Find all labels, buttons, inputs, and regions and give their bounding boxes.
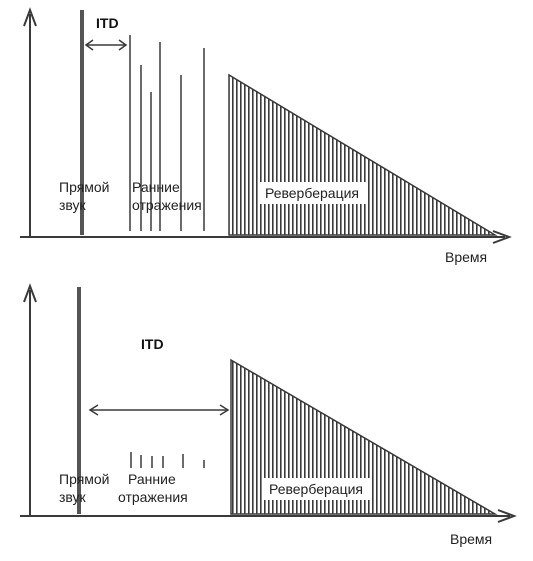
bottom-x-axis-arrowhead bbox=[497, 509, 517, 523]
top-itd-arrow bbox=[84, 39, 128, 51]
bottom-itd-arrow bbox=[88, 404, 230, 416]
top-axes bbox=[20, 7, 512, 244]
bottom-y-axis-arrowhead bbox=[23, 283, 37, 303]
bottom-diagram: ITD Реверберация Прямой звук Ранние отра… bbox=[20, 283, 517, 547]
top-reverberation-triangle bbox=[228, 73, 498, 236]
bottom-direct-sound-label-line2: звук bbox=[59, 489, 87, 505]
top-y-axis-arrowhead bbox=[23, 7, 37, 27]
top-diagram: ITD Реверберация Прямой звук Ранние отра… bbox=[20, 7, 512, 265]
top-early-reflections-label-line2: отражения bbox=[132, 197, 202, 213]
top-early-reflections-label-line1: Ранние bbox=[132, 179, 180, 195]
top-reverberation-label: Реверберация bbox=[265, 185, 359, 201]
bottom-time-axis-label: Время bbox=[450, 531, 492, 547]
top-x-axis-arrowhead bbox=[492, 230, 512, 244]
top-itd-label: ITD bbox=[96, 15, 119, 31]
top-early-reflections bbox=[129, 35, 205, 231]
bottom-itd-label: ITD bbox=[141, 336, 164, 352]
bottom-reverberation-label: Реверберация bbox=[269, 481, 363, 497]
bottom-early-reflections-label-line2: отражения bbox=[118, 489, 188, 505]
bottom-early-reflections-label-line1: Ранние bbox=[128, 471, 176, 487]
bottom-direct-sound-bar bbox=[77, 287, 81, 514]
top-direct-sound-label-line2: звук bbox=[59, 197, 87, 213]
top-direct-sound-label-line1: Прямой bbox=[59, 179, 110, 195]
top-direct-sound-bar bbox=[80, 10, 84, 235]
top-reverberation-label-box bbox=[259, 182, 366, 204]
bottom-reverberation-triangle bbox=[230, 358, 498, 515]
bottom-early-reflections bbox=[130, 452, 205, 468]
bottom-axes bbox=[20, 283, 517, 523]
bottom-direct-sound-label-line1: Прямой bbox=[59, 471, 110, 487]
top-time-axis-label: Время bbox=[445, 249, 487, 265]
bottom-reverberation-label-box bbox=[263, 478, 370, 500]
